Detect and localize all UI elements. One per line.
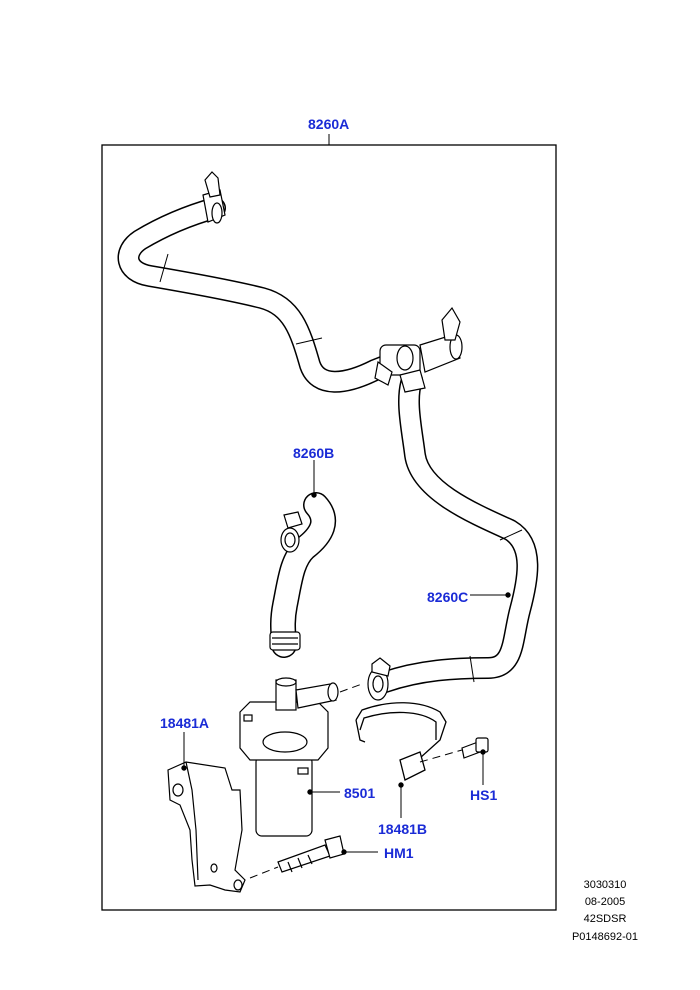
hose-8260B <box>269 492 337 658</box>
top-hose-clip <box>202 171 226 224</box>
callout-HM1[interactable]: HM1 <box>384 845 414 861</box>
bolt-HM1 <box>277 835 345 873</box>
assembly-guide-lines <box>249 683 463 879</box>
callout-leaders <box>181 460 511 855</box>
callout-18481A[interactable]: 18481A <box>160 715 210 731</box>
callout-8501[interactable]: 8501 <box>344 785 376 801</box>
footer-code-3: 42SDSR <box>583 913 627 925</box>
screw-HS1 <box>461 737 489 759</box>
callout-8260A[interactable]: 8260A <box>308 116 350 132</box>
water-pump-8501 <box>239 677 339 837</box>
lower-hose-clip <box>367 657 391 701</box>
bracket-18481A <box>167 761 246 893</box>
footer-code-4: P0148692-01 <box>571 931 639 943</box>
t-connector <box>374 306 463 393</box>
clamp-18481B <box>355 702 447 781</box>
footer-code-2: 08-2005 <box>584 896 626 908</box>
callout-HS1[interactable]: HS1 <box>470 787 498 803</box>
callout-18481B[interactable]: 18481B <box>378 821 428 837</box>
callout-8260C[interactable]: 8260C <box>427 589 469 605</box>
footer-code-1: 3030310 <box>583 879 627 891</box>
callout-8260B[interactable]: 8260B <box>293 445 335 461</box>
hose-8260C <box>374 369 539 693</box>
hose-8260A <box>117 197 406 393</box>
